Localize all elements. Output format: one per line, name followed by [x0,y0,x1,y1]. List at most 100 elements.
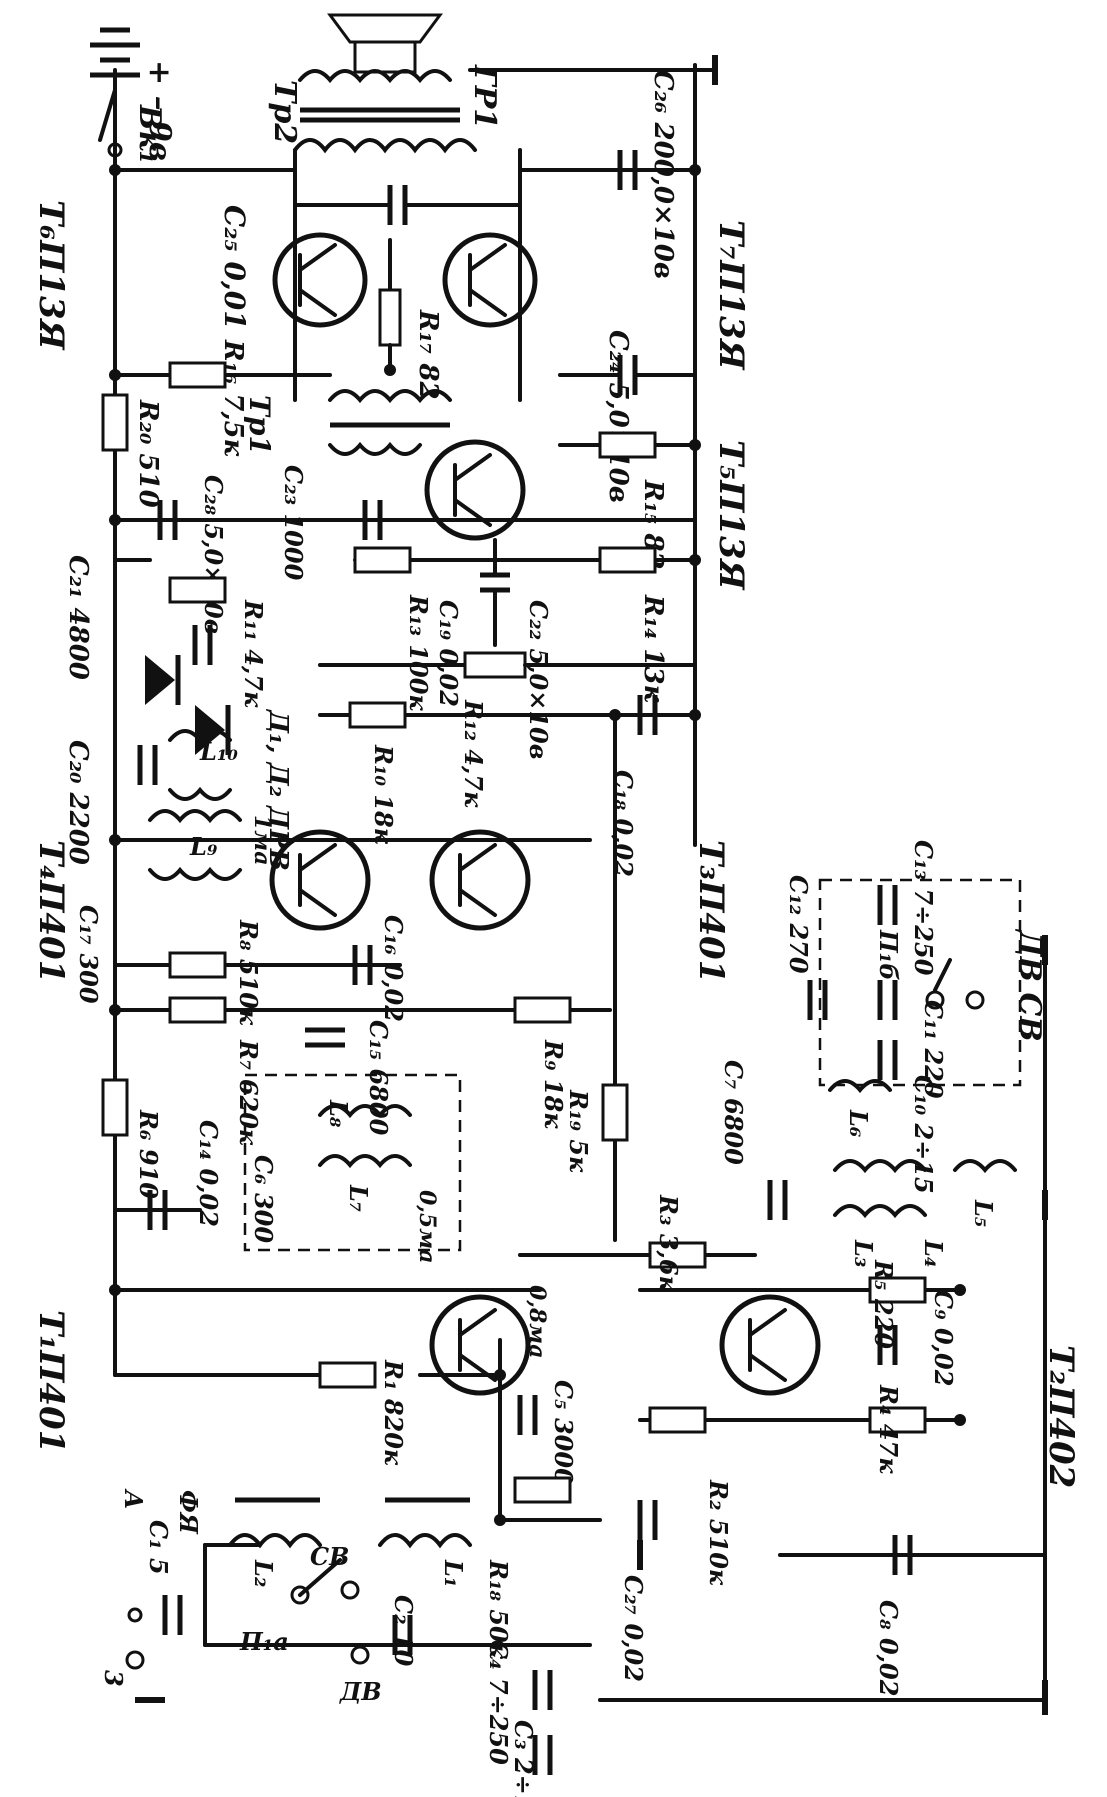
c5-label: C₅ 3000 [549,1380,578,1485]
r16-label: R₁₆ 7,5к [218,339,248,457]
c21-capacitor-icon [192,625,213,665]
battery-label: + – 9в [142,60,177,162]
c5-capacitor-icon [517,1395,538,1435]
switch-label: Вк₁ [132,104,167,164]
c22-capacitor-icon [480,538,510,647]
c26-capacitor-icon [617,150,638,190]
c26-label: C₂₆ 200,0×10в [648,70,678,279]
antenna-terminal-icon [125,1607,145,1670]
c21-label: C₂₁ 4800 [63,555,93,680]
r14-label: R₁₄ 13к [638,594,668,703]
c1-label: C₁ 5 [144,1520,173,1575]
c27-capacitor-icon [637,1500,658,1540]
l9-label: L₉ [189,832,218,861]
c9-capacitor-icon [877,1325,898,1365]
diode-icon [145,655,181,705]
c12-capacitor-icon [807,980,828,1020]
t5-transistor-icon [424,439,526,541]
r4-label: R₄ 47к [874,1384,903,1474]
volume-potentiometer-icon [318,651,697,679]
t3-label: T₃П401 [691,840,731,983]
power-switch [98,88,123,158]
c23-label: C₂₃ 1000 [279,465,308,581]
c25-label: C₂₅ 0,01 [218,205,251,330]
r12-label: R₁₂ 4,7к [459,699,488,808]
c13-capacitor-icon [877,885,898,925]
l2-coil-icon [228,1497,322,1549]
r17-resistor-icon [378,238,402,372]
r14-resistor-icon [598,546,657,574]
c15-label: C₁₅ 6800 [364,1020,393,1136]
driver-transformer [328,389,452,456]
r1-resistor-icon [318,1361,377,1389]
wiring [113,63,1047,1702]
c11-label: C₁₁ 220 [919,1000,948,1099]
ground-icon [135,55,1048,1715]
p1b-label: П₁б [874,929,903,981]
t1-label: T₁П401 [31,1310,71,1453]
c3-label: C₃ 2÷15 [509,1720,538,1797]
tr1-label: Тр1 [243,395,276,455]
c14-label: C₁₄ 0,02 [194,1120,223,1227]
c24-capacitor-icon [558,355,697,395]
l8-label: L₈ [324,1099,353,1128]
c13-label: C₁₃ 7÷250 [909,840,938,976]
c11-capacitor-icon [877,980,898,1020]
r19-label: R₁₉ 5к [564,1089,593,1173]
r2-resistor-icon [648,1406,707,1434]
c18-capacitor-icon [637,695,658,735]
c4-capacitor-icon [532,1670,553,1710]
c7-label: C₇ 6800 [719,1060,748,1165]
l9-coil-icon [148,809,242,881]
c7-capacitor-icon [767,1180,788,1220]
c15-capacitor-icon [305,1027,345,1048]
r5-resistor-icon [868,1276,927,1304]
r18-resistor-icon [513,1476,572,1504]
r10-label: R₁₀ 18к [369,744,398,845]
r9-resistor-icon [513,996,572,1024]
c16-capacitor-icon [352,945,373,985]
speaker-label: ГР1 [467,64,502,129]
l5-label: L₅ [969,1199,998,1227]
sv-label: СВ [310,1542,349,1571]
c20-label: C₂₀ 2200 [63,740,93,865]
l3-label: L₃ [849,1239,878,1267]
oscillator-coils [833,1159,1017,1219]
c28-label: C₂₈ 5,0×10в [199,475,228,635]
t3-transistor-icon [429,829,531,931]
r3-label: R₃ 3,6к [654,1194,683,1293]
l8-coil-icon [318,1104,412,1119]
c25-capacitor-icon [293,185,522,225]
l6-coil-icon [828,1079,892,1094]
tr2-label: Тр2 [267,80,302,144]
r1-label: R₁ 820к [379,1359,408,1466]
output-transformer [293,69,522,402]
r20-resistor-icon [101,393,129,452]
c22-label: C₂₂ 5,0×10в [524,600,553,760]
c8-capacitor-icon [892,1535,913,1575]
l2-label: L₂ [249,1559,278,1587]
r6-resistor-icon [101,1078,129,1137]
t7-transistor-icon [442,232,538,328]
t6-label: T₆П13Я [31,200,71,351]
oscillator-tuning-box [818,878,1022,1087]
t1-transistor-icon [429,1294,531,1396]
r10-resistor-icon [348,701,407,729]
c20-capacitor-icon [137,745,158,785]
r13-label: R₁₃ 100к [404,594,433,711]
band-switch-b [925,958,985,1010]
r9-label: R₉ 18к [539,1039,568,1129]
c14-capacitor-icon [147,1190,168,1230]
l10-coil-icon [168,729,232,801]
c23-capacitor-icon [362,500,383,540]
t2-label: T₂П402 [1041,1345,1081,1488]
l7-coil-icon [318,1154,412,1169]
r8-label: R₈ 510к [234,919,263,1026]
i1ma-label: 1ма [249,815,275,865]
t2-transistor-icon [719,1294,821,1396]
c10-capacitor-icon [877,1040,898,1080]
r19-resistor-icon [601,1083,629,1142]
battery [90,27,140,78]
fya-label: ФЯ [174,1490,203,1535]
